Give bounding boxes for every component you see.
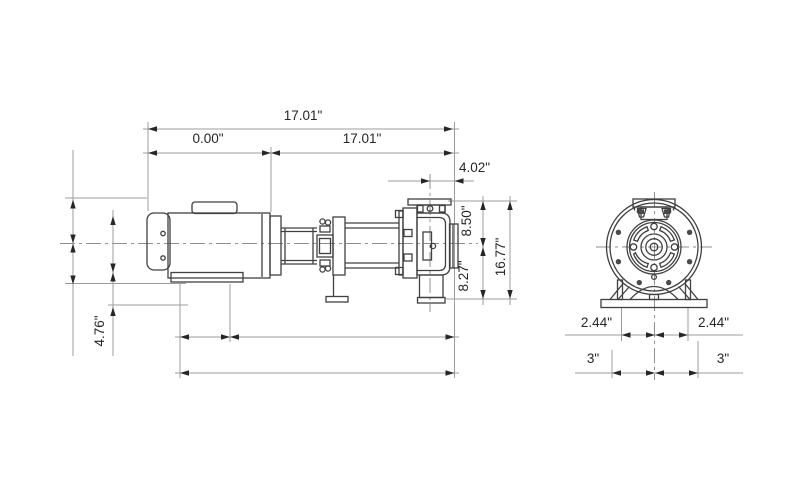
- dim-motor-cl-height-label: 4.76": [92, 315, 107, 347]
- foot-studs: [616, 279, 692, 301]
- mounting-legs: [609, 273, 699, 301]
- motor-terminal-box: [191, 201, 238, 215]
- dim-cl-to-top-label: 8.50": [459, 205, 474, 237]
- dim-motor-face-offset-label: 0.00": [192, 131, 224, 146]
- discharge-flange: [448, 223, 459, 269]
- suction-flange: [407, 198, 452, 214]
- shaft-housing: [281, 227, 317, 265]
- centerlines: [60, 174, 712, 380]
- end-suction-flange: [632, 198, 676, 221]
- discharge-pipe: [416, 274, 446, 304]
- dim-overall-length-label: 17.01": [283, 108, 323, 123]
- support-bracket: [325, 275, 349, 303]
- dim-overall-height-label: 16.77": [493, 237, 508, 277]
- motor-base: [170, 271, 244, 283]
- mounting-base: [600, 298, 708, 309]
- dim-suction-offset-label: 4.02": [459, 160, 491, 175]
- motor-end-bell: [269, 215, 282, 276]
- gland-slots: [632, 225, 676, 269]
- dim-pump-length-label: 17.01": [342, 131, 382, 146]
- dim-foot-hole-left-label: 2.44": [580, 315, 612, 330]
- dim-foot-hole-right-label: 2.44": [698, 315, 730, 330]
- gland-bolts: [629, 222, 679, 272]
- motor-body: [167, 212, 271, 279]
- dim-base-left-label: 3": [586, 351, 600, 366]
- dim-base-right-label: 3": [716, 351, 730, 366]
- side-view: [146, 198, 459, 304]
- bearing-frame: [316, 218, 334, 273]
- motor-end-cap: [146, 212, 171, 271]
- shaft-hub: [640, 233, 668, 261]
- dimension-arrows: [70, 126, 698, 376]
- casing-flange: [394, 207, 418, 279]
- dim-cl-to-bottom-label: 8.27": [456, 260, 471, 292]
- end-view: [600, 198, 708, 309]
- pump-casing: [416, 212, 451, 276]
- drive-flange: [332, 216, 346, 276]
